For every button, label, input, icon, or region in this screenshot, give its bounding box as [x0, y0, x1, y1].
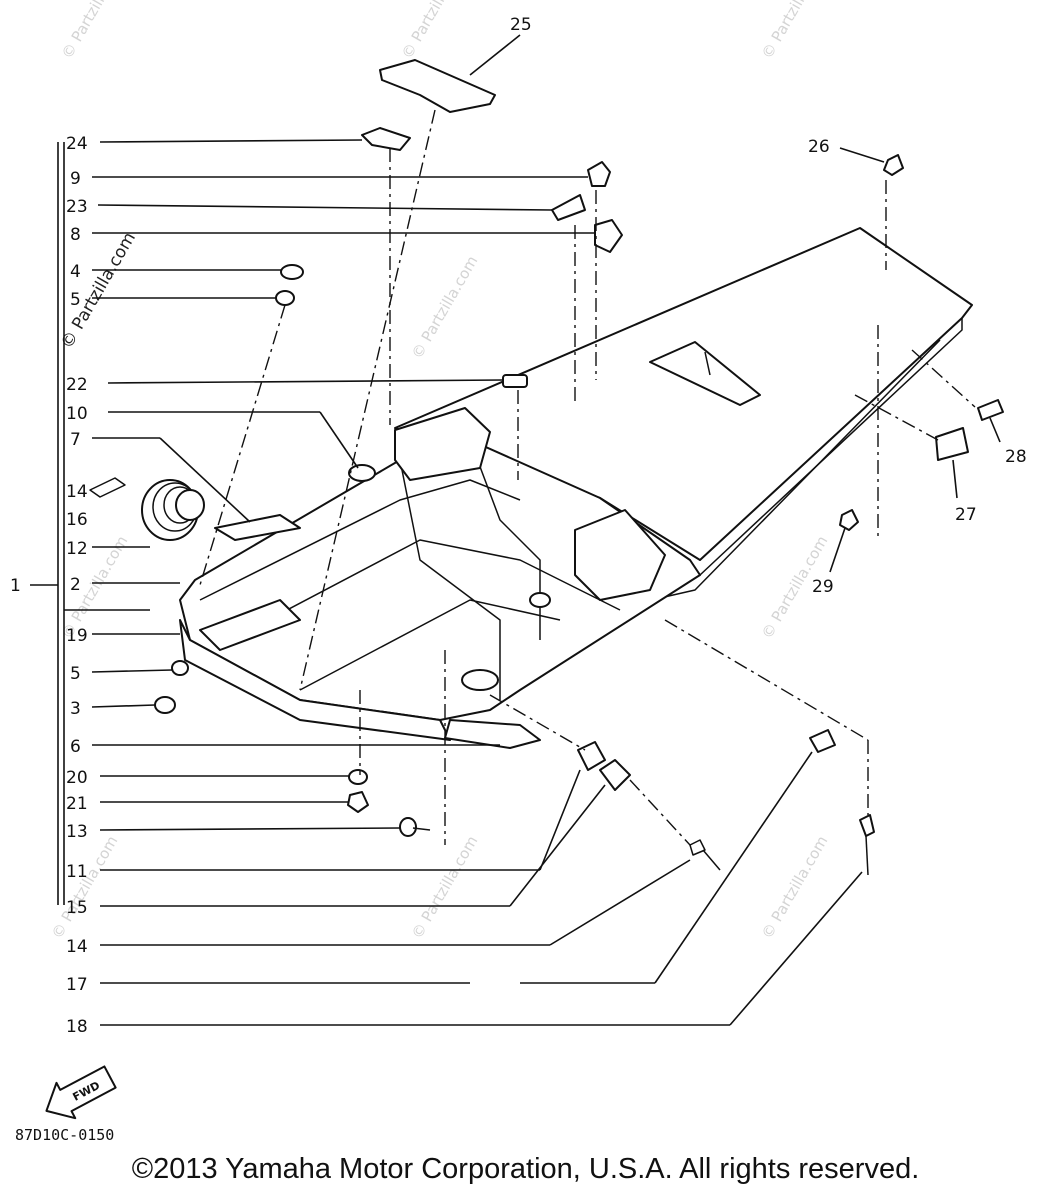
callout-14-top: 14 [66, 482, 88, 502]
grommet-5b [171, 660, 189, 676]
leader-lines [91, 34, 1001, 1026]
label-27 [935, 427, 969, 461]
hull-body [179, 227, 973, 749]
watermark-text: © Partzilla.com [408, 833, 481, 942]
callout-17: 17 [66, 975, 88, 995]
watermark-text: © Partzilla.com [408, 253, 481, 362]
callout-28: 28 [1005, 447, 1027, 467]
foot-rest [199, 599, 301, 651]
assembly-lines [199, 109, 976, 846]
hole [529, 592, 551, 608]
watermark-text: © Partzilla.com [758, 0, 831, 62]
grommet-3 [154, 696, 176, 714]
grommet-5 [275, 290, 295, 306]
callout-5-bottom: 5 [70, 664, 81, 684]
nut-21 [347, 791, 369, 813]
screw-14b [689, 839, 706, 856]
callout-24: 24 [66, 134, 88, 154]
washer-20 [348, 769, 368, 785]
hole [461, 669, 499, 691]
callout-29: 29 [812, 577, 834, 597]
diagram-code: 87D10C-0150 [15, 1126, 114, 1144]
callout-15: 15 [66, 898, 88, 918]
left-bracket [30, 142, 150, 905]
grommet-10 [348, 464, 376, 482]
copyright-notice: ©2013 Yamaha Motor Corporation, U.S.A. A… [131, 1153, 920, 1185]
watermark-text: © Partzilla.com [58, 0, 131, 62]
fwd-arrow: FWD [45, 1065, 117, 1120]
callout-27: 27 [955, 505, 977, 525]
screw-14a [89, 477, 126, 498]
callout-20: 20 [66, 768, 88, 788]
grommet-4 [280, 264, 304, 280]
callout-12: 12 [66, 539, 88, 559]
bracket-7-shape [214, 514, 301, 541]
bracket-8 [594, 219, 623, 253]
clip-13 [399, 817, 417, 837]
callout-13: 13 [66, 822, 88, 842]
plate-15 [599, 759, 631, 791]
callout-5-top: 5 [70, 290, 81, 310]
callout-21: 21 [66, 794, 88, 814]
callout-9: 9 [70, 169, 81, 189]
pad-24 [361, 127, 411, 151]
callout-3: 3 [70, 699, 81, 719]
exploded-view-drawing: © Partzilla.com © Partzilla.com © Partzi… [10, 0, 1027, 1144]
small-parts [89, 59, 1004, 876]
hull-bottom-rail [179, 619, 451, 741]
cap-26 [883, 154, 904, 176]
callout-16: 16 [66, 510, 88, 530]
hose-boot [141, 479, 205, 541]
rivet-18 [859, 814, 875, 837]
callout-19: 19 [66, 626, 88, 646]
pad-25 [379, 59, 496, 113]
callout-14-bottom: 14 [66, 937, 88, 957]
pod-left [394, 407, 491, 481]
callout-10: 10 [66, 404, 88, 424]
callout-labels: 1 2 3 4 5 5 6 7 8 9 10 11 12 13 14 14 15… [10, 15, 1027, 1037]
callout-25: 25 [510, 15, 532, 35]
callout-6: 6 [70, 737, 81, 757]
cap-9 [587, 161, 611, 187]
callout-4: 4 [70, 262, 81, 282]
nut-29 [839, 509, 859, 531]
watermark-text: © Partzilla.com [398, 0, 471, 62]
pod-right [574, 509, 666, 601]
plug-17 [809, 729, 836, 753]
tread-strip [649, 341, 761, 406]
plate-11 [577, 741, 606, 771]
callout-23: 23 [66, 197, 88, 217]
callout-2: 2 [70, 575, 81, 595]
callout-8: 8 [70, 225, 81, 245]
callout-7: 7 [70, 430, 81, 450]
clip-28 [977, 399, 1004, 421]
watermark-text: © Partzilla.com [758, 833, 831, 942]
watermark-text: © Partzilla.com [48, 833, 121, 942]
callout-11: 11 [66, 862, 88, 882]
callout-1: 1 [10, 576, 21, 596]
callout-18: 18 [66, 1017, 88, 1037]
callout-26: 26 [808, 137, 830, 157]
pad-22 [502, 374, 528, 388]
callout-22: 22 [66, 375, 88, 395]
bracket-6-shape [444, 719, 541, 749]
pad-23 [551, 194, 586, 221]
